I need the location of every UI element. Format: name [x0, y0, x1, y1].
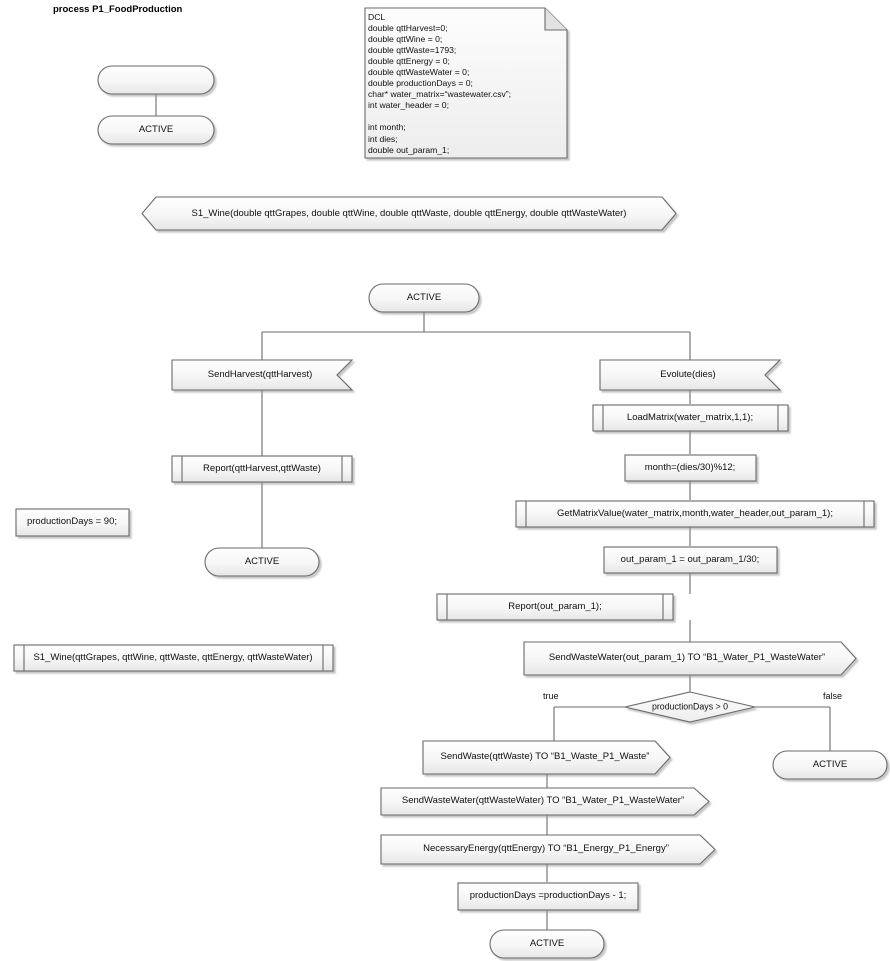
branch-label-false: false [823, 691, 843, 701]
input-send-harvest-shape [171, 359, 354, 391]
page-title: process P1_FoodProduction [53, 4, 183, 15]
task-month-shape [624, 454, 757, 482]
state-active-false-shape [772, 750, 888, 780]
output-send-wastewater-2-shape [380, 787, 710, 816]
start-symbol-shape [97, 65, 215, 95]
state-active-left-shape [204, 547, 320, 577]
state-initial-shape [97, 115, 215, 145]
state-active-bottom-shape [489, 929, 605, 959]
decision-production-days-shape [624, 691, 756, 723]
call-report-harvest-shape [171, 455, 353, 483]
output-necessary-energy-shape [380, 834, 716, 865]
call-report-out-param-shape [436, 593, 674, 621]
task-out-param-shape [603, 546, 778, 574]
output-send-waste-shape [422, 740, 671, 775]
call-load-matrix-shape [592, 404, 789, 432]
dcl-note-text: DCL double qttHarvest=0; double qttWine … [368, 12, 512, 155]
signal-decl-shape [141, 196, 677, 231]
dcl-note-shape [364, 7, 568, 159]
call-get-matrix-value-shape [515, 500, 875, 528]
call-s1-wine-shape [13, 644, 334, 672]
task-decrement-days-shape [457, 882, 639, 911]
task-production-days-90-shape [15, 508, 130, 537]
dcl-note-fold [544, 8, 567, 31]
state-active-main-shape [368, 283, 480, 313]
connectors [155, 93, 831, 930]
input-evolute-shape [599, 359, 782, 391]
branch-label-true: true [543, 691, 559, 701]
output-send-wastewater-1-shape [523, 641, 857, 676]
